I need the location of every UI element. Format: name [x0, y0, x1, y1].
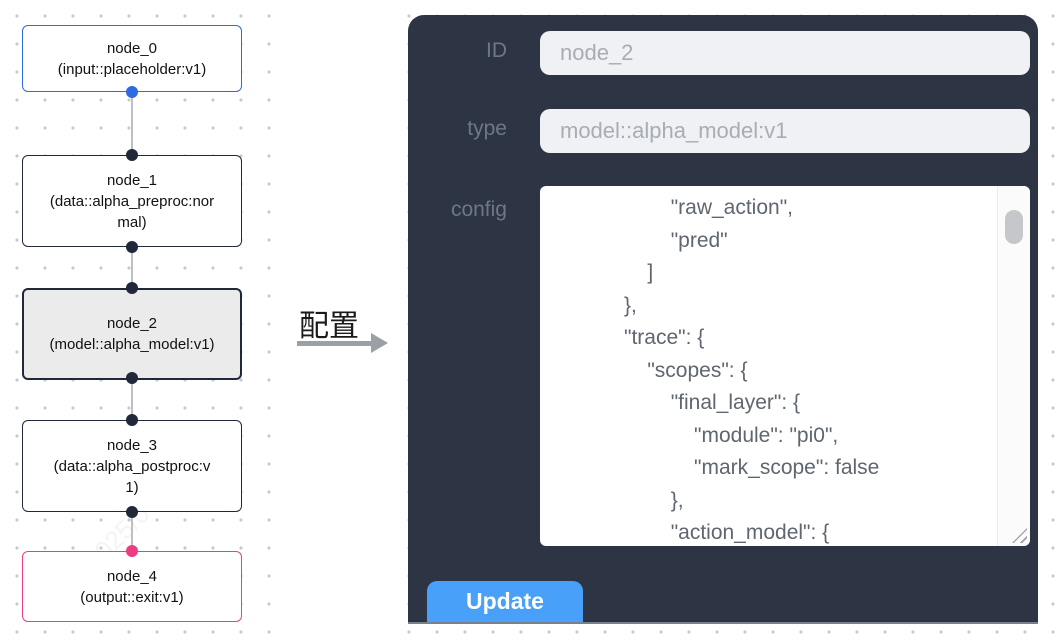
port-node0-out[interactable] — [126, 86, 138, 98]
right-arrow-icon — [297, 341, 373, 346]
config-textarea[interactable]: "raw_action", "pred" ] }, "trace": { "sc… — [540, 186, 1030, 546]
port-node3-in[interactable] — [126, 414, 138, 426]
node-title: node_2 — [106, 315, 158, 332]
flow-node-node1[interactable]: node_1 (data::alpha_preproc:normal) — [22, 155, 242, 247]
port-node2-in[interactable] — [126, 282, 138, 294]
flow-node-node2-selected[interactable]: node_2 (model::alpha_model:v1) — [22, 288, 242, 380]
config-scrollbar-track[interactable] — [997, 186, 1030, 546]
config-json-text: "raw_action", "pred" ] }, "trace": { "sc… — [624, 196, 880, 544]
node-title: node_4 — [106, 567, 158, 585]
right-arrow-icon-head — [371, 333, 388, 353]
port-node1-out[interactable] — [126, 241, 138, 253]
port-node2-out[interactable] — [126, 372, 138, 384]
configure-annotation: 配置 — [299, 310, 359, 343]
id-label: ID — [486, 39, 507, 62]
node-type: (data::alpha_postproc:v1) — [53, 457, 211, 496]
port-node4-in[interactable] — [126, 545, 138, 557]
id-input[interactable] — [540, 31, 1030, 75]
node-title: node_0 — [106, 39, 158, 57]
edge-node3-node4 — [131, 512, 133, 551]
flow-node-node3[interactable]: node_3 (data::alpha_postproc:v1) — [22, 420, 242, 512]
config-label: config — [450, 198, 507, 221]
node-type: (model::alpha_model:v1) — [49, 336, 215, 353]
edge-node1-node2 — [131, 247, 133, 288]
node-type: (data::alpha_preproc:normal) — [49, 192, 215, 231]
port-node3-out[interactable] — [126, 506, 138, 518]
edge-node0-node1 — [131, 92, 133, 155]
node-type: (output::exit:v1) — [80, 588, 184, 606]
node-title: node_3 — [106, 436, 158, 454]
port-node1-in[interactable] — [126, 149, 138, 161]
flow-node-node4[interactable]: node_4 (output::exit:v1) — [22, 551, 242, 622]
node-type: (input::placeholder:v1) — [57, 60, 207, 78]
type-input[interactable] — [540, 109, 1030, 153]
node-config-panel: ID type config "raw_action", "pred" ] },… — [408, 15, 1038, 624]
edge-node2-node3 — [131, 378, 133, 420]
config-scrollbar-thumb[interactable] — [1005, 210, 1023, 244]
node-title: node_1 — [106, 171, 158, 189]
update-button[interactable]: Update — [427, 581, 583, 622]
flow-node-node0[interactable]: node_0 (input::placeholder:v1) — [22, 25, 242, 92]
type-label: type — [467, 117, 507, 140]
